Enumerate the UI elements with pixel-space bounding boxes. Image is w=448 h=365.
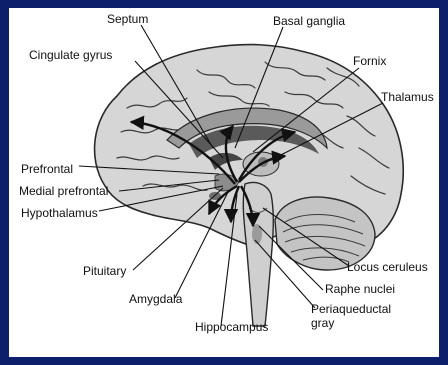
label-locus-ceruleus: Locus ceruleus	[347, 260, 428, 274]
label-medial-prefrontal: Medial prefrontal	[19, 184, 108, 198]
diagram-panel: Septum Basal ganglia Cingulate gyrus For…	[9, 8, 439, 357]
brainstem-shape	[243, 182, 273, 326]
label-thalamus: Thalamus	[381, 90, 434, 104]
label-amygdala: Amygdala	[129, 292, 182, 306]
label-periaqueductal-line1: Periaqueductal	[311, 302, 391, 316]
label-cingulate-gyrus: Cingulate gyrus	[29, 48, 112, 62]
label-hippocampus: Hippocampus	[195, 320, 268, 334]
label-basal-ganglia: Basal ganglia	[273, 14, 345, 28]
label-pituitary: Pituitary	[83, 264, 126, 278]
label-raphe-nuclei: Raphe nuclei	[325, 282, 395, 296]
label-periaqueductal-line2: gray	[311, 316, 391, 330]
label-hypothalamus: Hypothalamus	[21, 206, 98, 220]
label-fornix: Fornix	[353, 54, 386, 68]
label-periaqueductal-gray: Periaqueductal gray	[311, 302, 391, 330]
label-septum: Septum	[107, 12, 148, 26]
label-prefrontal: Prefrontal	[21, 162, 73, 176]
